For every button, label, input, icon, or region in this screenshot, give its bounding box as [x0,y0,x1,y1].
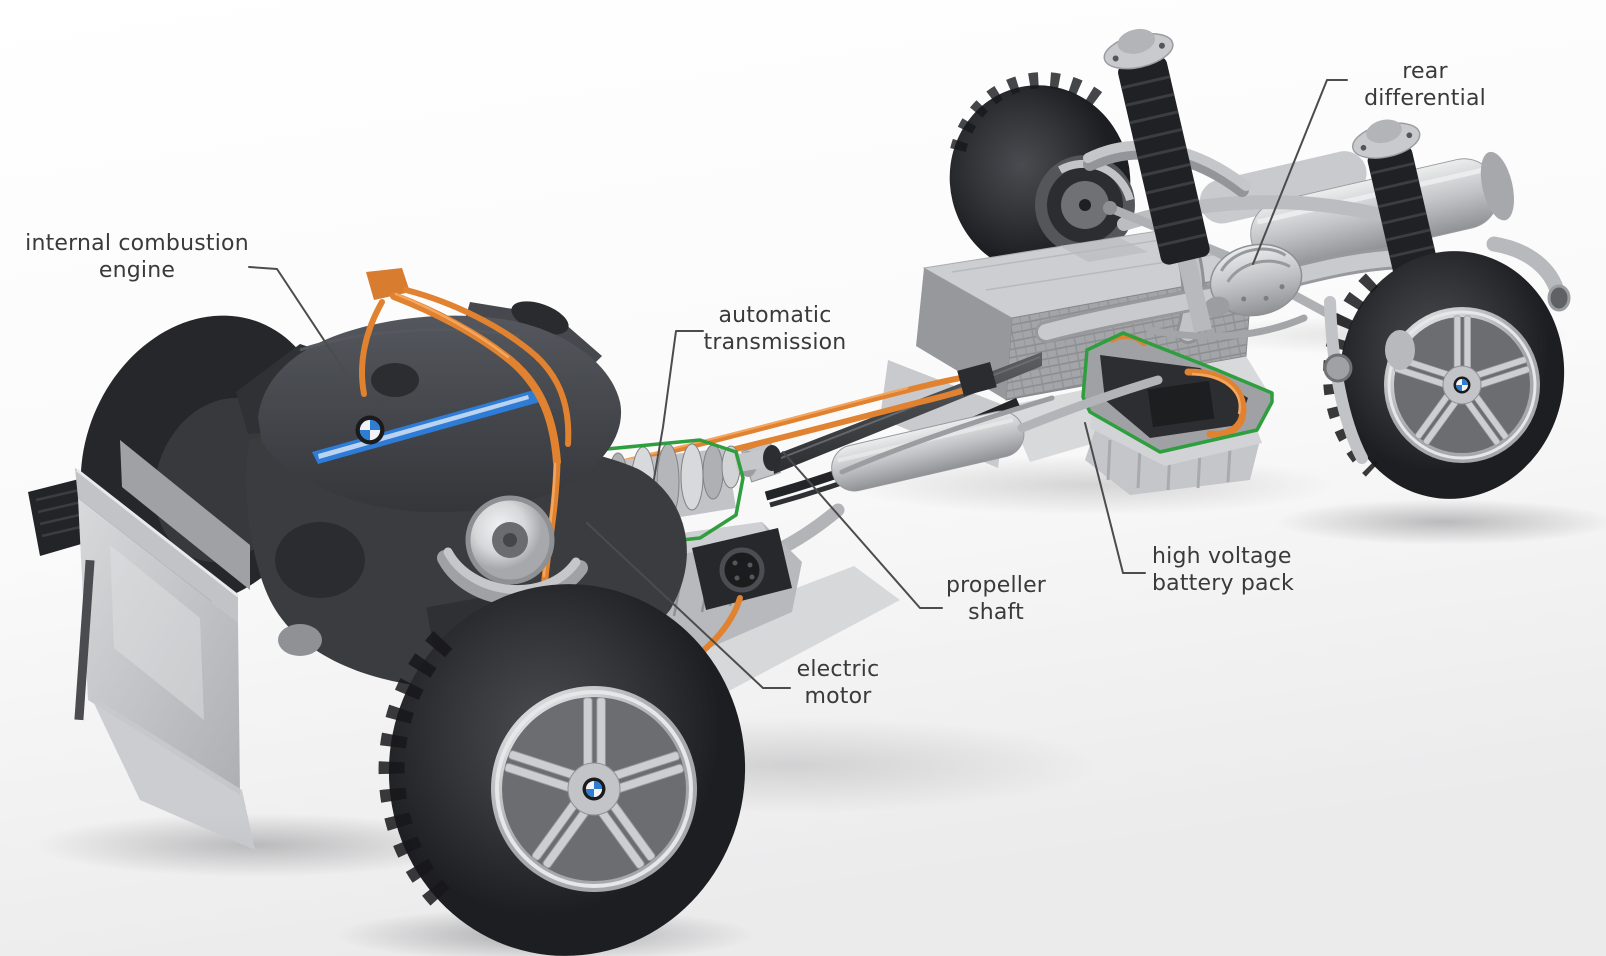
leader-high-voltage-battery-pack [1084,422,1146,574]
leader-rear-differential [1252,79,1348,265]
label-rear-differential: rear differential [1364,59,1486,111]
leader-automatic-transmission [653,330,704,480]
cable-junction-block [366,268,410,300]
cable-connector [957,362,997,396]
label-internal-combustion-engine: internal combustion engine [25,231,249,283]
tire-tread [950,72,1111,152]
leader-lines [248,79,1348,689]
label-automatic-transmission: automatic transmission [703,303,847,355]
rear-differential [1203,243,1303,317]
leader-propeller-shaft [782,451,943,609]
charge-connector-box [692,528,792,610]
bmw-roundel-icon [355,415,385,445]
tire-tread [378,631,453,909]
leader-internal-combustion-engine [248,266,356,388]
tire-tread [1322,273,1379,477]
rear-left-wheel [949,72,1135,275]
air-suspension-strut-left [1103,28,1212,333]
label-high-voltage-battery-pack: high voltage battery pack [1152,544,1294,596]
leader-electric-motor [586,522,791,689]
label-propeller-shaft: propeller shaft [945,573,1047,625]
radiator [28,440,255,850]
engine-cover [258,315,622,513]
bmw-roundel-icon [1453,376,1471,394]
battery-outline-green [1081,331,1274,454]
hv-battery-module [1081,331,1274,495]
bmw-roundel-icon [582,777,606,801]
label-electric-motor: electric motor [796,657,880,709]
rear-trailing-arm [1323,296,1415,464]
